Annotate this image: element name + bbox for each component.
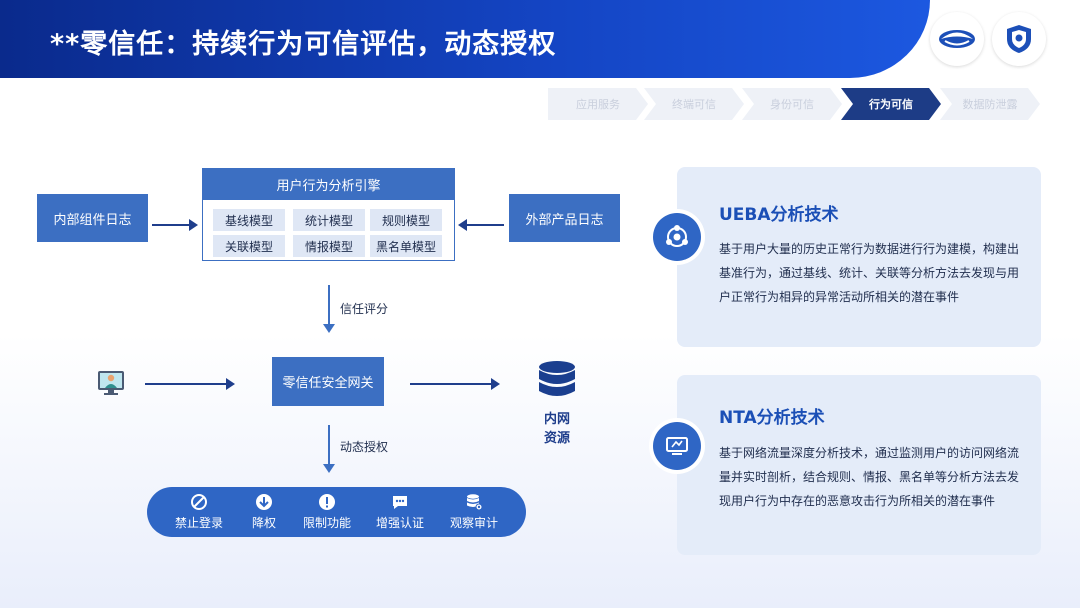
exclamation-circle-icon bbox=[319, 494, 335, 510]
user-network-icon bbox=[653, 213, 701, 261]
card-title: NTA分析技术 bbox=[719, 408, 825, 428]
database-icon bbox=[537, 360, 577, 404]
zero-trust-gateway-box: 零信任安全网关 bbox=[272, 357, 384, 406]
network-monitor-icon bbox=[653, 422, 701, 470]
step-identity-trust[interactable]: 身份可信 bbox=[742, 88, 842, 120]
user-terminal-icon bbox=[96, 368, 126, 398]
step-behavior-trust[interactable]: 行为可信 bbox=[841, 88, 941, 120]
action-restrict-features[interactable]: 限制功能 bbox=[303, 493, 351, 531]
step-terminal-trust[interactable]: 终端可信 bbox=[644, 88, 744, 120]
action-ban-login[interactable]: 禁止登录 bbox=[175, 493, 223, 531]
header: **零信任：持续行为可信评估，动态授权 bbox=[0, 0, 1080, 78]
company-logo bbox=[930, 12, 984, 66]
action-observe-audit[interactable]: 观察审计 bbox=[450, 493, 498, 531]
action-downgrade[interactable]: 降权 bbox=[252, 493, 276, 531]
arrow-gateway-to-actions bbox=[323, 425, 335, 473]
header-band bbox=[0, 0, 930, 78]
card-text: 基于用户大量的历史正常行为数据进行行为建模，构建出基准行为，通过基线、统计、关联… bbox=[719, 242, 1020, 304]
model-chip: 情报模型 bbox=[293, 235, 365, 257]
down-arrow-circle-icon bbox=[256, 494, 272, 510]
intranet-resource-label: 内网 资源 bbox=[532, 410, 582, 448]
model-chip: 基线模型 bbox=[213, 209, 285, 231]
bird-logo-icon bbox=[939, 30, 975, 48]
page-title: **零信任：持续行为可信评估，动态授权 bbox=[50, 29, 557, 60]
step-data-leak-prevention[interactable]: 数据防泄露 bbox=[940, 88, 1040, 120]
action-label: 限制功能 bbox=[303, 516, 352, 530]
internal-log-box: 内部组件日志 bbox=[37, 194, 148, 242]
model-chip: 统计模型 bbox=[293, 209, 365, 231]
model-chip: 黑名单模型 bbox=[370, 235, 442, 257]
resource-label-line2: 资源 bbox=[543, 431, 570, 446]
engine-title: 用户行为分析引擎 bbox=[203, 169, 454, 200]
nta-card: NTA分析技术 基于网络流量深度分析技术，通过监测用户的访问网络流量并实时剖析，… bbox=[677, 375, 1041, 555]
action-label: 观察审计 bbox=[450, 516, 499, 530]
arrow-user-to-gateway bbox=[145, 378, 235, 390]
behavior-analysis-engine: 用户行为分析引擎 基线模型 统计模型 规则模型 关联模型 情报模型 黑名单模型 bbox=[202, 168, 455, 261]
arrow-external-to-engine bbox=[458, 219, 504, 231]
action-label: 禁止登录 bbox=[175, 516, 224, 530]
external-log-box: 外部产品日志 bbox=[509, 194, 620, 242]
model-chip: 规则模型 bbox=[370, 209, 442, 231]
shield-icon bbox=[1007, 25, 1031, 53]
shield-logo bbox=[992, 12, 1046, 66]
dynamic-auth-label: 动态授权 bbox=[340, 440, 389, 454]
chat-dots-icon bbox=[393, 496, 407, 509]
card-text: 基于网络流量深度分析技术，通过监测用户的访问网络流量并实时剖析，结合规则、情报、… bbox=[719, 446, 1020, 508]
database-eye-icon bbox=[467, 494, 483, 511]
arrow-internal-to-engine bbox=[152, 219, 198, 231]
action-label: 降权 bbox=[252, 516, 277, 530]
trust-score-label: 信任评分 bbox=[340, 302, 389, 316]
arrow-gateway-to-resource bbox=[410, 378, 500, 390]
arrow-engine-to-gateway bbox=[323, 285, 335, 333]
model-chip: 关联模型 bbox=[213, 235, 285, 257]
card-title: UEBA分析技术 bbox=[719, 205, 839, 225]
step-app-service[interactable]: 应用服务 bbox=[548, 88, 648, 120]
ueba-card: UEBA分析技术 基于用户大量的历史正常行为数据进行行为建模，构建出基准行为，通… bbox=[677, 167, 1041, 347]
ban-icon bbox=[191, 494, 207, 510]
resource-label-line1: 内网 bbox=[543, 412, 570, 427]
action-enhanced-auth[interactable]: 增强认证 bbox=[376, 493, 424, 531]
action-label: 增强认证 bbox=[376, 516, 425, 530]
authorization-actions-bar: 禁止登录 降权 限制功能 增强认证 观察审计 bbox=[147, 487, 526, 537]
